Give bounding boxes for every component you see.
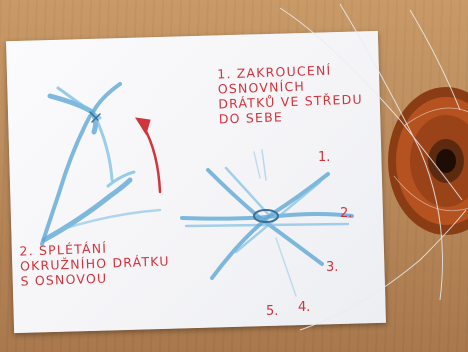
direction-arrow (136, 118, 160, 192)
wire-number-5: 5. (266, 304, 278, 319)
wire-number-3: 3. (326, 260, 338, 275)
wire-number-2: 2. (340, 206, 352, 221)
loose-wires (280, 4, 466, 330)
wire-number-1: 1. (318, 150, 330, 165)
wire-number-4: 4. (298, 300, 310, 315)
instruction-step-2: 2. SPLÉTÁNÍ OKRUŽNÍHO DRÁTKU S OSNOVOU (19, 238, 170, 288)
left-braid-sketch (42, 84, 160, 244)
instruction-step-1: 1. ZAKROUCENÍ OSNOVNÍCH DRÁTKŮ VE STŘEDU… (217, 61, 364, 126)
